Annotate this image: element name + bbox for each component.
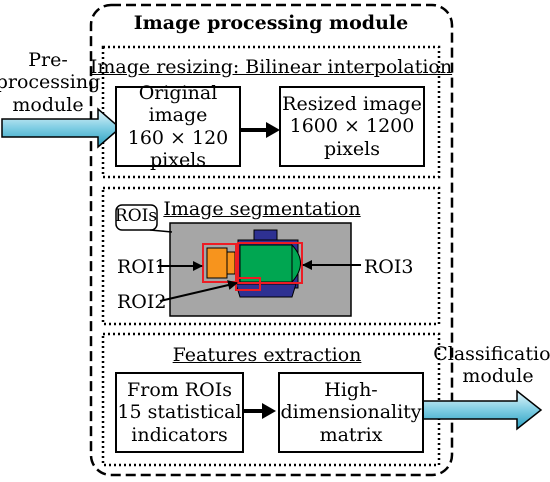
input-label-line3: module [12,93,84,116]
output-label-line2: module [462,365,534,388]
features-section-title: Features extraction [172,344,362,366]
segmentation-section-frame [101,186,441,326]
matrix-line3: matrix [319,423,383,446]
output-label-line1: Classification [433,343,550,365]
original-image-box: Original image 160 × 120 pixels [115,82,241,171]
motor-green-housing [239,244,293,283]
input-label: Pre- processing module [0,49,100,116]
resized-line2: 1600 × 1200 [289,115,415,138]
segmentation-section-title: Image segmentation [163,198,361,220]
features-section-frame [101,332,441,467]
rois-label-box [115,204,158,231]
matrix-line1: High- [324,378,378,401]
output-label: Classification module [433,343,550,388]
from-line3: indicators [131,423,228,446]
original-line2: 160 × 120 [127,126,229,149]
matrix-box: High- dimensionality matrix [278,372,424,453]
resizing-section-title: Image resizing: Bilinear interpolation [89,56,453,78]
motor-coupling [206,247,228,279]
resizing-section-frame [101,45,441,179]
from-rois-box: From ROIs 15 statistical indicators [115,372,244,453]
roi1-label: ROI1 [117,256,167,278]
resized-line3: pixels [323,137,380,160]
roi2-pointer [159,280,238,302]
from-line1: From ROIs [127,378,232,401]
resized-line1: Resized image [282,92,422,115]
input-arrow [1,107,122,149]
output-arrow [420,389,543,431]
module-title: Image processing module [133,12,409,34]
matrix-line2: dimensionality [280,401,422,424]
from-line2: 15 statistical [117,401,242,424]
input-label-line1: Pre- [28,49,68,71]
resized-image-box: Resized image 1600 × 1200 pixels [279,86,425,167]
original-line1: Original image [138,81,218,127]
rois-label: ROIs [114,206,158,226]
module-frame [89,3,454,477]
roi2-label: ROI2 [117,291,167,313]
roi1-rect [202,243,237,283]
roi3-label: ROI3 [364,256,414,278]
original-line3: pixels [149,148,207,171]
input-label-line2: processing [0,71,101,94]
